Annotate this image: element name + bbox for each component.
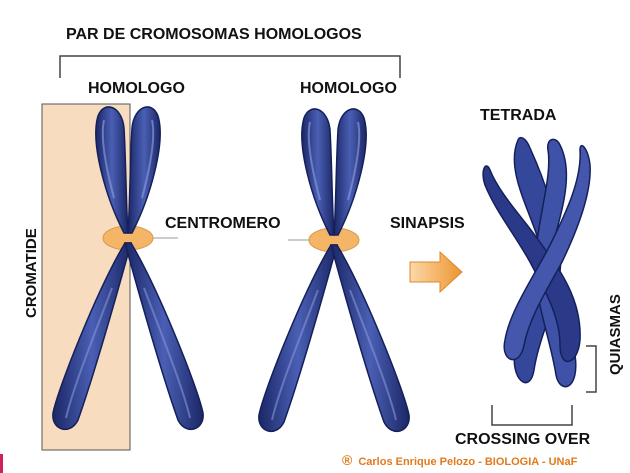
synapsis-label: SINAPSIS (390, 215, 465, 232)
homolog-left-label: HOMOLOGO (88, 80, 185, 97)
chromatid-label: CROMATIDE (23, 228, 40, 318)
homolog-right-label: HOMOLOGO (300, 80, 397, 97)
crossing-over-bracket (491, 405, 573, 426)
registered-icon: ® (342, 452, 353, 468)
pair-title: PAR DE CROMOSOMAS HOMOLOGOS (66, 26, 362, 43)
pair-bracket (59, 55, 401, 78)
author-credit: ® Carlos Enrique Pelozo - BIOLOGIA - UNaF (342, 452, 577, 468)
centromere-label: CENTROMERO (165, 215, 281, 232)
tetrad-label: TETRADA (480, 107, 557, 124)
chiasmata-label: QUIASMAS (607, 294, 624, 375)
chromosome-right (257, 107, 411, 433)
left-edge-mark (0, 454, 3, 473)
tetrad (482, 136, 591, 388)
credit-text: Carlos Enrique Pelozo - BIOLOGIA - UNaF (358, 456, 578, 468)
crossing-over-label: CROSSING OVER (455, 431, 591, 448)
synapsis-arrow (409, 250, 463, 294)
chiasmata-bracket (586, 345, 597, 393)
